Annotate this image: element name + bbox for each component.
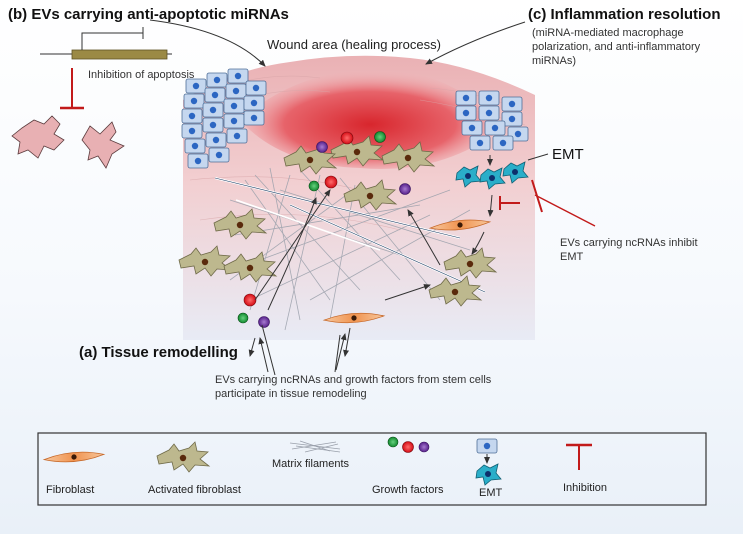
apoptosis-inhibition-construct [40,27,172,110]
wound-area [240,69,500,169]
tissue-remodeling-description: EVs carrying ncRNAs and growth factors f… [215,374,492,400]
flow-arrows [149,19,549,376]
legend-growth-factors-icon [387,436,430,453]
legend-fibroblast-label: Fibroblast [46,484,95,496]
title-a-tissue-remodelling: (a) Tissue remodelling [79,344,238,361]
remodel-pointer-arrows [258,333,347,373]
legend-inhibition-label: Inhibition [563,482,608,494]
legend-growth-factors-label: Growth factors [372,484,444,496]
legend-box [37,432,707,506]
wound-area-label: Wound area (healing process) [267,37,441,52]
inflammation-resolution-subtitle: (miRNA-mediated macrophage polarization,… [532,27,701,67]
emt-inhibition-symbol [499,179,596,227]
inhibition-of-apoptosis-label: Inhibition of apoptosis [88,69,195,81]
legend-matrix-filaments-icon [289,440,341,453]
legend-inhibition-icon [566,443,592,470]
legend-emt-icon [475,438,502,486]
apoptotic-cells [11,115,125,169]
legend-fibroblast-icon [43,449,105,465]
legend-matrix-filaments-label: Matrix filaments [272,458,350,470]
legend-emt-label: EMT [479,487,503,499]
growth-factors-tissue [237,131,411,328]
evs-inhibit-emt-label: EVs carrying ncRNAs inhibit EMT [560,237,698,263]
title-b-anti-apoptotic-mirnas: (b) EVs carrying anti-apoptotic miRNAs [8,6,289,23]
title-c-inflammation-resolution: (c) Inflammation resolution [528,6,721,23]
legend-activated-fibroblast-icon [156,441,210,473]
emt-label: EMT [552,146,584,163]
legend-activated-fibroblast-label: Activated fibroblast [148,484,241,496]
